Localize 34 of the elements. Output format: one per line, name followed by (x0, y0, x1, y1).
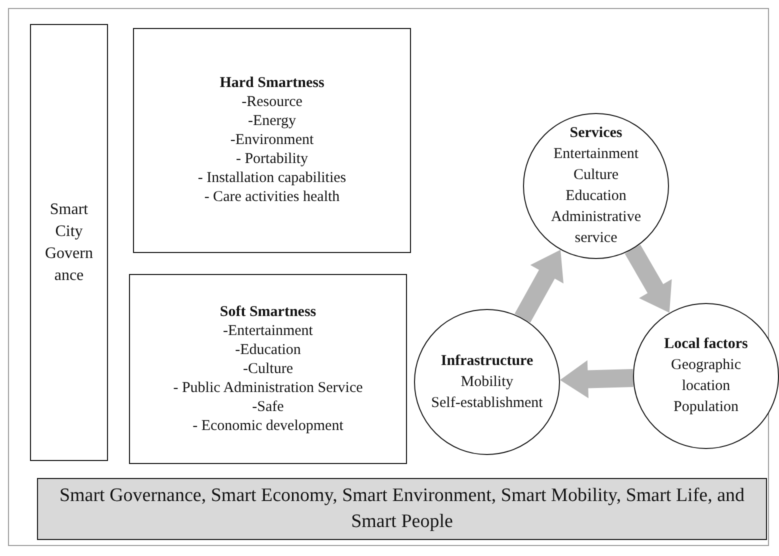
block-arrow (560, 360, 634, 398)
list-item: Geographic location (670, 356, 742, 396)
heading-text: Infrastructure (440, 352, 534, 370)
list-item: Culture (574, 166, 618, 185)
list-item: - Care activities health (204, 188, 340, 207)
list-item: Self-establishment (431, 394, 543, 412)
list-item: -Safe (252, 398, 284, 416)
list-item: - Installation capabilities (198, 169, 346, 188)
block-arrow (514, 250, 564, 323)
list-item: -Energy (248, 112, 296, 131)
category-box (30, 24, 108, 461)
heading-text: Hard Smartness (220, 74, 324, 93)
category-box (129, 274, 407, 464)
list-item: Entertainment (554, 145, 638, 164)
summary-bar (37, 478, 767, 540)
list-item: -Entertainment (223, 322, 313, 340)
list-item: Administrative service (550, 208, 642, 248)
list-item: - Portability (236, 150, 308, 169)
heading-text: Soft Smartness (220, 302, 316, 322)
block-arrow (624, 244, 672, 313)
list-item: -Education (235, 340, 301, 360)
list-item: Mobility (460, 372, 514, 392)
label-text: Smart City Governance (45, 200, 93, 286)
list-item: -Resource (242, 93, 302, 112)
list-item: Population (673, 398, 738, 417)
list-item: -Culture (243, 360, 293, 378)
heading-text: Local factors (664, 335, 748, 354)
list-item: Education (566, 187, 626, 206)
heading-text: Services (570, 124, 622, 143)
label-text: Smart Governance, Smart Economy, Smart Environment, Smart Mobility, Smart Life, and Smart People (58, 484, 746, 534)
list-item: - Public Administration Service (173, 378, 363, 398)
list-item: - Economic development (192, 416, 344, 436)
category-box (133, 28, 411, 253)
list-item: -Environment (230, 131, 314, 150)
